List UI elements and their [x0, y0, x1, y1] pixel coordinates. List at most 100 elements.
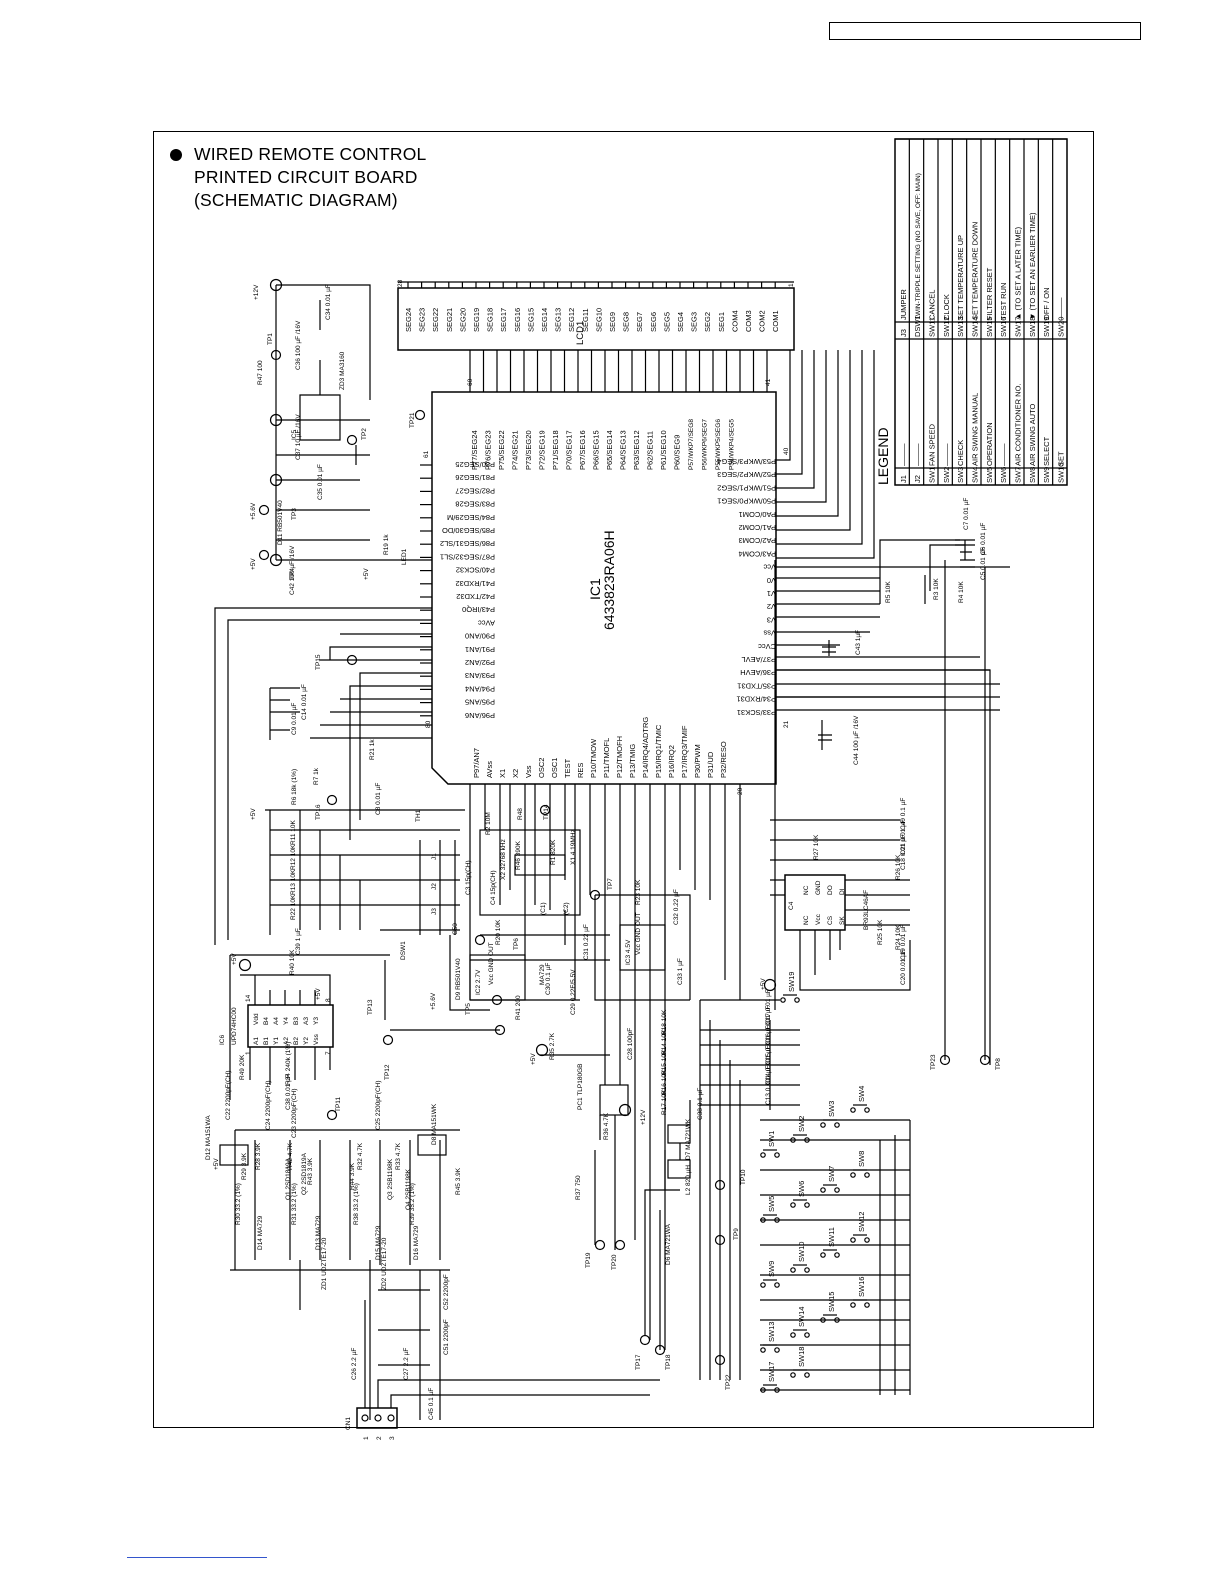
- component-label: R7 1k: [313, 767, 320, 785]
- legend-fn-b: ▼ (TO SET AN EARLIER TIME): [1028, 212, 1037, 320]
- eeprom-pin: GND: [815, 880, 822, 895]
- ic1-right-pin: P50/WKP0/SEG1: [717, 497, 776, 506]
- connector-pin: 3: [389, 1436, 396, 1440]
- ic1-left-pin: P87/SEG32/SL1: [440, 552, 495, 561]
- ic1-top-pin: P72/SEG19: [538, 430, 547, 470]
- component-label: C7 0.01 µF: [963, 498, 970, 530]
- lcd-pin-label: SEG8: [622, 312, 631, 332]
- component-label: R45 3.9K: [455, 1167, 462, 1195]
- switch-contact: [864, 1302, 870, 1308]
- ic1-left-pin: P43/IRQ0: [462, 605, 495, 614]
- component-label: C39 1 µF: [295, 928, 302, 955]
- ic1-bottom-pin: OSC2: [537, 758, 546, 778]
- component-label: R13 10K: [290, 869, 297, 895]
- key-switches: SW19SW4SW3SW2SW1SW8SW7SW6SW5SW12SW11SW10…: [760, 972, 870, 1393]
- component-label: R5 10K: [885, 581, 892, 603]
- ic6-pin: Y4: [283, 1017, 290, 1025]
- legend-ref-b: J3: [899, 329, 908, 337]
- eeprom-ref: C4: [788, 901, 795, 910]
- ic1-bottom-pin: P13/TMIG: [628, 744, 637, 778]
- ic1-left-pin: P93/AN3: [465, 671, 495, 680]
- component-label: C16 0.001 µF: [765, 1005, 772, 1045]
- ic6-pin: Vss: [313, 1033, 320, 1045]
- ic1-top-pin: P56/WKP6/SEG7: [702, 419, 709, 470]
- component-label: C26 2.2 µF: [351, 1348, 358, 1380]
- switch-contact: [834, 1187, 840, 1193]
- component-label: R20 10K: [495, 919, 502, 945]
- switch-contact: [774, 1387, 780, 1393]
- component-label: C30 0.1 µF: [545, 963, 552, 995]
- component-labels: +12V+5.6V+5V+5V+5V+5V+5V+12V+5V+5V+5VC34…: [205, 284, 1002, 1440]
- ic1-bottom-pin: P14/IRQ4/ADTRG: [641, 717, 650, 778]
- component-label: MA729: [539, 964, 546, 985]
- ic1-right-pin: PA1/COM2: [739, 523, 776, 532]
- test-point-marker: [414, 409, 426, 421]
- connector-pin: 2: [376, 1436, 383, 1440]
- lcd-pin-label: SEG16: [513, 308, 522, 332]
- component-label: C51 2200pF: [443, 1319, 450, 1355]
- component-label: +5.6V: [250, 502, 257, 520]
- legend-fn-a: ———: [999, 443, 1008, 466]
- lcd-pin-label: SEG3: [690, 312, 699, 332]
- switch-contact: [790, 1332, 796, 1338]
- component-label: C43 1µF: [855, 630, 862, 655]
- eeprom-pin: NC: [803, 885, 810, 895]
- ic1-left-pin: P96/AN6: [465, 711, 495, 720]
- component-label: +5V: [213, 1158, 220, 1170]
- component-label: C14 0.001 µF: [765, 1045, 772, 1085]
- component-label: R11 10K: [290, 820, 297, 845]
- legend-ref-b: SW20: [1057, 317, 1066, 337]
- component-label: R42 4.7K: [287, 1142, 294, 1170]
- component-label: R30 33.2 (1%): [235, 1183, 242, 1225]
- lcd-pin-label: COM4: [730, 310, 739, 332]
- switch-label: SW9: [767, 1261, 776, 1277]
- ic6-pin: B3: [293, 1017, 300, 1025]
- component-label: D16 MA729: [413, 1225, 420, 1260]
- component-label: D11 RB501V40: [277, 500, 284, 545]
- legend-ref-a: J2: [913, 475, 922, 483]
- test-point-marker: [594, 1239, 606, 1251]
- ic1-top-pin: P64/SEG13: [619, 430, 628, 470]
- lcd-pin-label: SEG4: [676, 312, 685, 332]
- ic1-right-pin: Vcc: [763, 563, 776, 572]
- legend-fn-b: SET TEMPERATURE DOWN: [971, 222, 980, 320]
- test-point-marker: [346, 654, 358, 666]
- power-terminal-marker: [535, 1043, 549, 1057]
- component-label: Vcc GND OUT: [635, 912, 642, 955]
- component-label: C44 100 µF /16V: [853, 715, 860, 765]
- switch-label: SW1: [767, 1131, 776, 1147]
- component-label: TH1: [415, 809, 422, 822]
- switch-contact: [804, 1372, 810, 1378]
- power-terminal-marker: [238, 958, 252, 972]
- lcd-pin-label: SEG13: [554, 308, 563, 332]
- legend-ref-a: SW9: [1042, 467, 1051, 483]
- switch-contact: [794, 997, 800, 1003]
- ic1-right-pin: P51/WKP1/SEG2: [717, 483, 776, 492]
- legend-fn-b: ———: [1057, 297, 1066, 320]
- ic1-bottom-pin: Vss: [524, 765, 533, 778]
- component-label: IC2 2.7V: [475, 969, 482, 995]
- eeprom-part: BR93LC46AF: [863, 890, 870, 930]
- legend-ref-b: SW14: [971, 317, 980, 337]
- component-label: R36 4.7K: [603, 1112, 610, 1140]
- diagram-title: WIRED REMOTE CONTROL PRINTED CIRCUIT BOA…: [170, 143, 426, 212]
- component-label: C25 2200pF(CH): [375, 1081, 382, 1131]
- test-point-marker: [654, 1344, 666, 1356]
- switch-contact: [804, 1202, 810, 1208]
- switch-contact: [850, 1107, 856, 1113]
- ic1-bottom-pin: P31/UD: [706, 751, 715, 778]
- component-label: TP13: [367, 999, 374, 1015]
- switch-contact: [760, 1387, 766, 1393]
- component-label: +5V: [231, 953, 238, 965]
- test-point-marker: [258, 549, 270, 561]
- component-label: PC1 TLP180GB: [577, 1064, 584, 1111]
- component-label: C5 0.01 µF: [980, 548, 987, 580]
- ic1-left-pin: P92/AN2: [465, 658, 495, 667]
- switch-contact: [760, 1217, 766, 1223]
- legend-ref-b: SW16: [999, 317, 1008, 337]
- ic1-left-pin: P95/AN5: [465, 698, 495, 707]
- component-label: R31 33.2 (1%): [291, 1183, 298, 1225]
- switch-contact: [780, 997, 786, 1003]
- switch-label: SW4: [857, 1086, 866, 1102]
- switch-label: SW16: [857, 1277, 866, 1297]
